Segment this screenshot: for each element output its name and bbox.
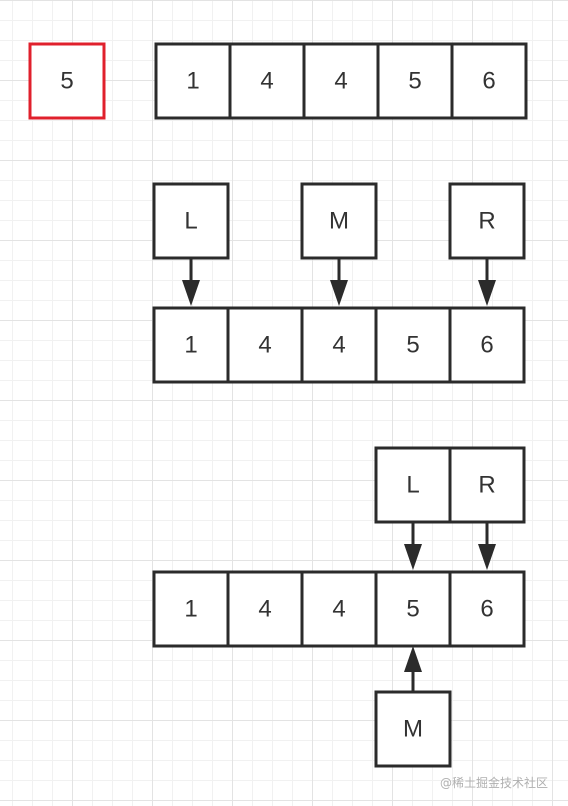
arrow-up-head <box>404 646 422 672</box>
pointer-r-step-3: R <box>448 446 526 570</box>
arrow-down-head <box>478 544 496 570</box>
array-cell-value: 4 <box>260 68 273 95</box>
arrow-down-head <box>182 280 200 306</box>
array-cell: 5 <box>374 306 452 384</box>
pointer-label: M <box>403 716 423 743</box>
array-cell-value: 1 <box>184 332 197 359</box>
array-cell: 4 <box>226 570 304 648</box>
array-step-1: 1 4 4 5 6 <box>154 42 528 120</box>
array-cell: 4 <box>300 306 378 384</box>
pointer-label: M <box>329 208 349 235</box>
array-cell-value: 4 <box>332 596 345 623</box>
arrow-down-head <box>330 280 348 306</box>
array-cell: 1 <box>154 42 232 120</box>
array-cell: 6 <box>448 570 526 648</box>
array-cell-value: 1 <box>186 68 199 95</box>
pointer-l-step-3: L <box>374 446 452 570</box>
pointer-l-step-2: L <box>152 182 230 306</box>
array-cell: 1 <box>152 570 230 648</box>
array-cell: 4 <box>300 570 378 648</box>
pointer-label: R <box>478 208 495 235</box>
array-cell-value: 5 <box>408 68 421 95</box>
array-cell-value: 4 <box>334 68 347 95</box>
array-cell: 4 <box>226 306 304 384</box>
target-value: 5 <box>60 68 73 95</box>
pointer-label: L <box>184 208 197 235</box>
array-cell-value: 5 <box>406 332 419 359</box>
pointer-m-step-3: M <box>374 646 452 768</box>
pointer-r-step-2: R <box>448 182 526 306</box>
pointer-label: L <box>406 472 419 499</box>
array-cell: 6 <box>448 306 526 384</box>
array-cell: 4 <box>302 42 380 120</box>
array-cell-value: 1 <box>184 596 197 623</box>
pointer-m-step-2: M <box>300 182 378 306</box>
arrow-down-head <box>478 280 496 306</box>
array-cell: 5 <box>374 570 452 648</box>
array-cell-value: 6 <box>480 596 493 623</box>
array-cell: 1 <box>152 306 230 384</box>
array-cell-value: 4 <box>258 332 271 359</box>
array-cell-value: 4 <box>258 596 271 623</box>
array-cell-value: 5 <box>406 596 419 623</box>
array-step-2: 1 4 4 5 6 <box>152 306 526 384</box>
target-value-box: 5 <box>28 42 106 120</box>
array-step-3: 1 4 4 5 6 <box>152 570 526 648</box>
array-cell: 5 <box>376 42 454 120</box>
array-cell: 6 <box>450 42 528 120</box>
array-cell-value: 6 <box>482 68 495 95</box>
pointer-label: R <box>478 472 495 499</box>
array-cell-value: 4 <box>332 332 345 359</box>
arrow-down-head <box>404 544 422 570</box>
array-cell-value: 6 <box>480 332 493 359</box>
watermark: @稀土掘金技术社区 <box>440 776 549 790</box>
array-cell: 4 <box>228 42 306 120</box>
